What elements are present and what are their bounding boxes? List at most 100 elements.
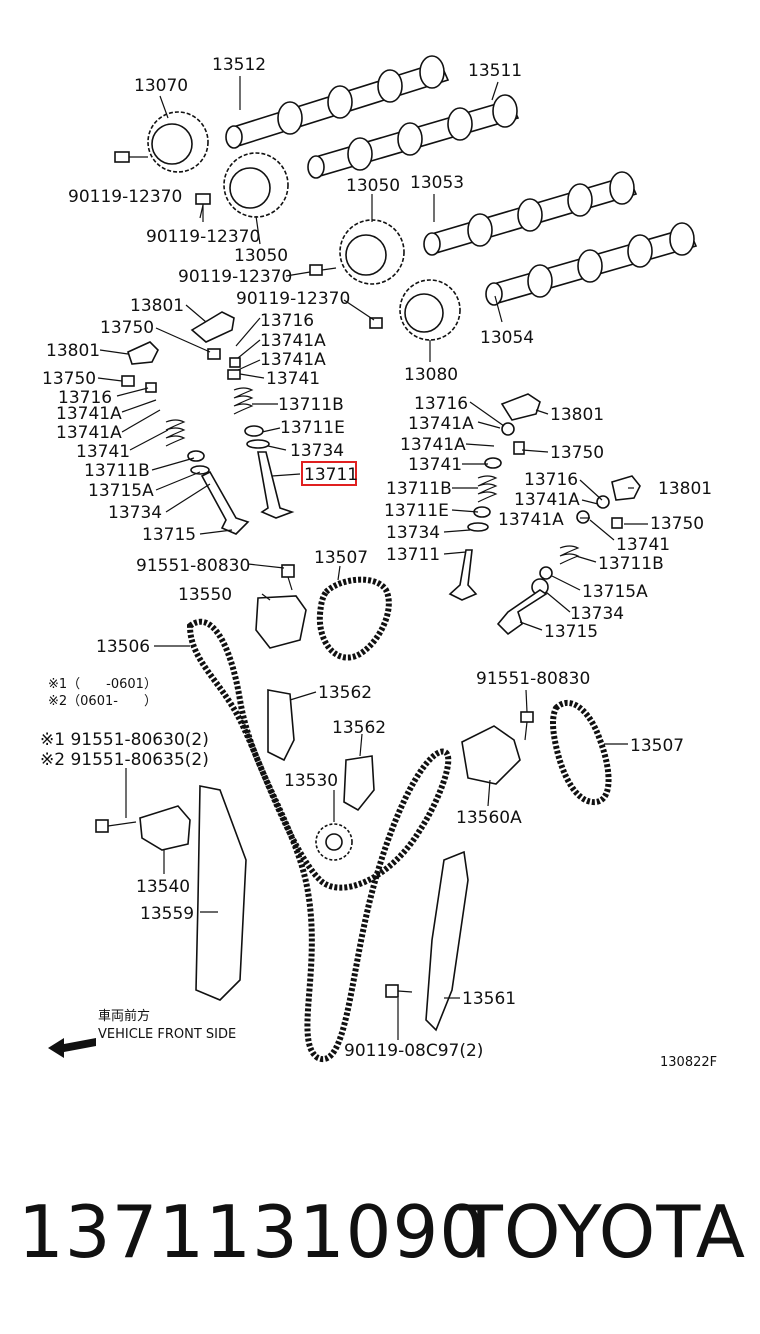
note-1: ※1（ -0601） xyxy=(48,677,157,692)
chain-13507-upper xyxy=(316,576,392,661)
label-13715-a: 13715 xyxy=(142,525,196,545)
label-r13711B-b: 13711B xyxy=(598,554,664,574)
label-r13741A-b: 13741A xyxy=(400,435,466,455)
camshaft-13511 xyxy=(307,94,520,179)
label-13711B-b: 13711B xyxy=(84,461,150,481)
chain-13507-lower xyxy=(550,699,612,806)
label-13562-b: 13562 xyxy=(332,718,386,738)
label-13741-b: 13741 xyxy=(76,442,130,462)
label-13540: 13540 xyxy=(136,877,190,897)
valve-13715-exhaust xyxy=(200,470,250,535)
vehicle-front-en: VEHICLE FRONT SIDE xyxy=(98,1027,236,1042)
label-90119-d: 90119-12370 xyxy=(236,289,350,309)
label-r13741A-d: 13741A xyxy=(498,510,564,530)
label-r13734: 13734 xyxy=(386,523,440,543)
label-r13801-b: 13801 xyxy=(658,479,712,499)
vvt-gear-13070 xyxy=(147,111,209,173)
label-13530: 13530 xyxy=(284,771,338,791)
label-13561: 13561 xyxy=(462,989,516,1009)
valve-spring-left xyxy=(121,348,270,475)
chain-13506 xyxy=(186,618,452,1063)
label-r13715A: 13715A xyxy=(582,582,648,602)
label-13741A-d: 13741A xyxy=(56,423,122,443)
label-r13750-a: 13750 xyxy=(550,443,604,463)
label-r13715: 13715 xyxy=(544,622,598,642)
sprocket-13050-lower xyxy=(339,219,405,285)
label-r13741-b: 13741 xyxy=(616,535,670,555)
vehicle-front-jp: 車両前方 xyxy=(98,1008,150,1024)
label-13050-b: 13050 xyxy=(234,246,288,266)
bolt-icon xyxy=(95,151,534,998)
highlight-box xyxy=(301,461,357,486)
leader-lines xyxy=(97,76,648,1040)
label-13050-a: 13050 xyxy=(346,176,400,196)
label-13507-b: 13507 xyxy=(630,736,684,756)
label-13741A-b: 13741A xyxy=(260,350,326,370)
label-13711-highlighted: 13711 xyxy=(304,465,358,485)
label-13507-a: 13507 xyxy=(314,548,368,568)
sprocket-13050-upper xyxy=(223,152,289,218)
label-13801-b: 13801 xyxy=(46,341,100,361)
label-r13716-b: 13716 xyxy=(524,470,578,490)
label-90119-e: 90119-08C97(2) xyxy=(344,1041,483,1061)
tensioner-13550 xyxy=(255,595,307,649)
label-13562-a: 13562 xyxy=(318,683,372,703)
label-13741A-c: 13741A xyxy=(56,404,122,424)
footer: 1371131090 TOYOTA xyxy=(0,1190,760,1280)
label-13550: 13550 xyxy=(178,585,232,605)
timing-chain-diagram: 13070 13512 13511 90119-12370 90119-1237… xyxy=(40,55,717,1070)
valve-13711-right xyxy=(448,549,478,601)
label-r13750-b: 13750 xyxy=(650,514,704,534)
label-13053: 13053 xyxy=(410,173,464,193)
label-13711B-a: 13711B xyxy=(278,395,344,415)
valve-13711-intake xyxy=(257,451,295,519)
label-13734-a: 13734 xyxy=(290,441,344,461)
tensioner-13560A xyxy=(461,725,521,785)
label-13559: 13559 xyxy=(140,904,194,924)
crank-sprocket-13530 xyxy=(315,823,353,861)
label-r13711E: 13711E xyxy=(384,501,449,521)
note-4: ※2 91551-80635(2) xyxy=(40,750,209,770)
label-13801-a: 13801 xyxy=(130,296,184,316)
label-13512: 13512 xyxy=(212,55,266,75)
valve-13715-right xyxy=(496,589,548,636)
label-90119-c: 90119-12370 xyxy=(178,267,292,287)
camshaft-13053 xyxy=(423,171,638,256)
label-90119-a: 90119-12370 xyxy=(68,187,182,207)
label-13711E-a: 13711E xyxy=(280,418,345,438)
tensioner-13540 xyxy=(139,805,191,851)
label-r13741-a: 13741 xyxy=(408,455,462,475)
label-r13734-b: 13734 xyxy=(570,604,624,624)
label-13070: 13070 xyxy=(134,76,188,96)
label-13716-b: 13716 xyxy=(58,388,112,408)
label-91551-b: 91551-80830 xyxy=(476,669,590,689)
label-13054: 13054 xyxy=(480,328,534,348)
part-number: 1371131090 xyxy=(18,1190,487,1274)
camshaft-13054 xyxy=(485,222,698,306)
label-13716-a: 13716 xyxy=(260,311,314,331)
label-13560A: 13560A xyxy=(456,808,522,828)
label-r13741A-a: 13741A xyxy=(408,414,474,434)
note-2: ※2（0601- ） xyxy=(48,694,157,709)
label-91551-a: 91551-80830 xyxy=(136,556,250,576)
chain-guide-13561 xyxy=(425,850,469,1032)
rocker-arm-13801-right xyxy=(500,393,641,501)
label-13741-a: 13741 xyxy=(266,369,320,389)
camshaft-13512 xyxy=(225,55,450,149)
label-r13801-a: 13801 xyxy=(550,405,604,425)
chain-guide-13562 xyxy=(267,689,375,812)
brand-name: TOYOTA xyxy=(458,1190,746,1274)
vehicle-front-arrow-icon xyxy=(48,1038,96,1058)
label-r13711B: 13711B xyxy=(386,479,452,499)
vvt-gear-13080 xyxy=(399,279,461,341)
label-13734-b: 13734 xyxy=(108,503,162,523)
note-3: ※1 91551-80630(2) xyxy=(40,730,209,750)
label-r13741A-c: 13741A xyxy=(514,490,580,510)
label-90119-b: 90119-12370 xyxy=(146,227,260,247)
label-13750-b: 13750 xyxy=(42,369,96,389)
label-13080: 13080 xyxy=(404,365,458,385)
label-13511: 13511 xyxy=(468,61,522,81)
chain-guide-13559 xyxy=(195,785,247,1001)
label-13506: 13506 xyxy=(96,637,150,657)
label-r13711: 13711 xyxy=(386,545,440,565)
